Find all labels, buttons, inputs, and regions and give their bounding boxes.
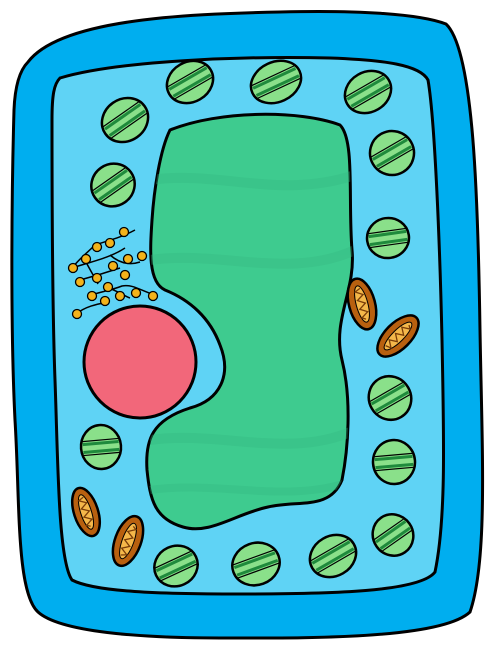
golgi-vesicle [121, 271, 130, 280]
golgi-vesicle [132, 289, 141, 298]
golgi-vesicle [106, 239, 115, 248]
golgi-vesicle [93, 274, 102, 283]
golgi-vesicle [93, 243, 102, 252]
golgi-vesicle [116, 292, 125, 301]
golgi-vesicle [120, 228, 129, 237]
golgi-vesicle [101, 297, 110, 306]
golgi-vesicle [82, 255, 91, 264]
golgi-vesicle [109, 262, 118, 271]
golgi-vesicle [76, 278, 85, 287]
nucleus [84, 306, 196, 418]
golgi-vesicle [138, 252, 147, 261]
golgi-vesicle [69, 264, 78, 273]
golgi-vesicle [73, 310, 82, 319]
golgi-vesicle [104, 283, 113, 292]
golgi-vesicle [149, 292, 158, 301]
golgi-vesicle [124, 255, 133, 264]
golgi-vesicle [88, 292, 97, 301]
